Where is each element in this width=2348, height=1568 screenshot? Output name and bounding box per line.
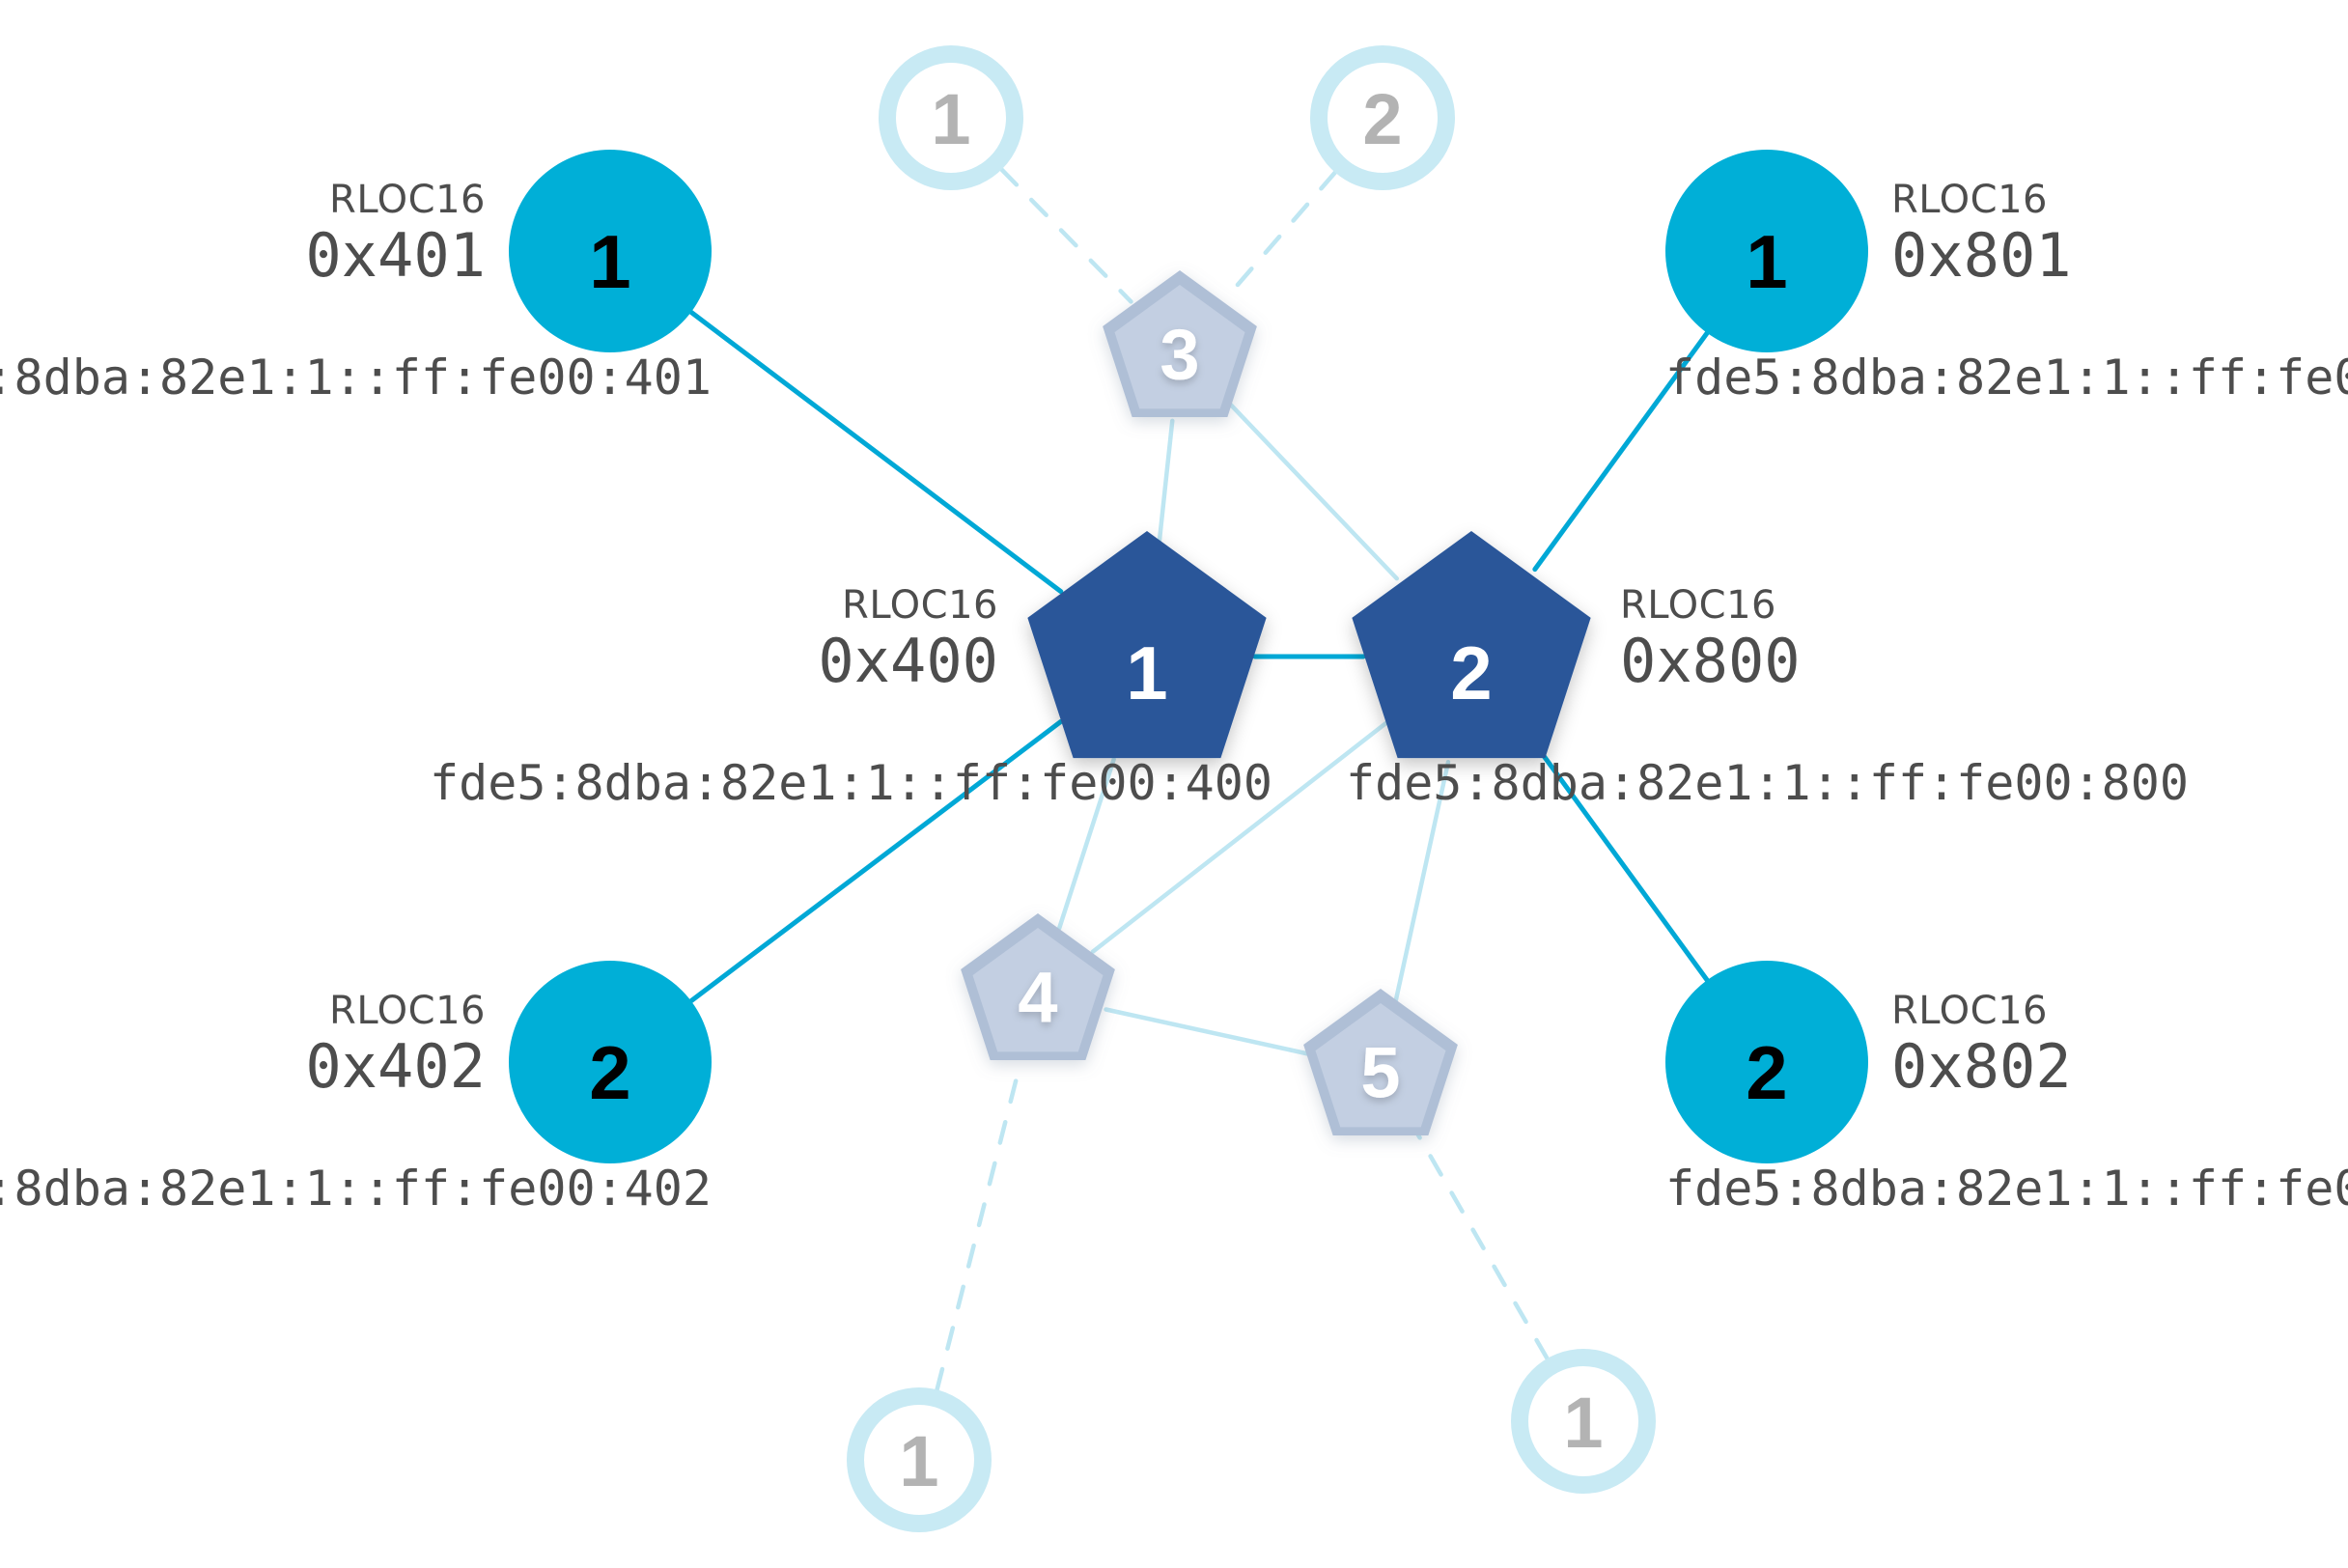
rloc16-value: 0x401 <box>305 220 486 291</box>
circle-outline <box>1511 1349 1656 1494</box>
link-link-400-3 <box>1156 418 1175 552</box>
link-link-5-c1 <box>1412 1128 1550 1361</box>
pentagon-body <box>1027 531 1267 759</box>
pentagon-body <box>1352 531 1591 759</box>
link-link-3-c2 <box>1223 170 1338 301</box>
node-number-label: 1 <box>931 79 970 159</box>
pentagon-body <box>1315 1003 1446 1128</box>
ipv6-address: fde5:8dba:82e1:1::ff:fe00:801 <box>1665 350 2348 406</box>
node-number-label: 1 <box>1746 219 1787 304</box>
node-number-label: 2 <box>1362 79 1402 159</box>
node-child-802[interactable]: 2 <box>1665 961 1868 1163</box>
node-number-label: 1 <box>1126 630 1167 715</box>
link-link-800-4 <box>1090 720 1389 954</box>
node-number-label: 5 <box>1360 1033 1400 1113</box>
rloc16-value: 0x801 <box>1891 220 2072 291</box>
node-ghost-child-3b[interactable]: 2 <box>1310 45 1455 190</box>
node-child-401[interactable]: 1 <box>509 150 712 352</box>
rloc16-caption: RLOC16 <box>1891 178 2048 222</box>
node-number-label: 2 <box>1746 1030 1787 1115</box>
circle-body <box>1665 961 1868 1163</box>
link-link-400-401 <box>688 309 1064 595</box>
circle-body <box>509 961 712 1163</box>
link-link-800-3 <box>1225 399 1400 581</box>
node-ghost-router-5[interactable]: 5 <box>1303 989 1458 1135</box>
ipv6-address: fde5:8dba:82e1:1::ff:fe00:400 <box>430 755 1272 811</box>
link-link-3-c1 <box>999 167 1133 304</box>
circle-body <box>1665 150 1868 352</box>
link-link-4-c1 <box>935 1059 1023 1392</box>
node-number-label: 2 <box>1450 630 1492 715</box>
link-link-800-802 <box>1532 741 1710 983</box>
circle-outline <box>847 1387 992 1532</box>
node-ghost-child-3a[interactable]: 1 <box>879 45 1023 190</box>
pentagon-body <box>1114 285 1245 409</box>
node-label-child-401: RLOC160x401fde5:8dba:82e1:1::ff:fe00:401 <box>0 178 712 406</box>
labels-layer: RLOC160x400fde5:8dba:82e1:1::ff:fe00:400… <box>0 178 2348 1217</box>
ipv6-address: fde5:8dba:82e1:1::ff:fe00:401 <box>0 350 712 406</box>
node-number-label: 4 <box>1018 958 1057 1038</box>
ipv6-address: fde5:8dba:82e1:1::ff:fe00:800 <box>1346 755 2189 811</box>
node-ghost-child-5a[interactable]: 1 <box>1511 1349 1656 1494</box>
pentagon-body <box>972 928 1104 1052</box>
rloc16-value: 0x800 <box>1620 626 1801 696</box>
rloc16-caption: RLOC16 <box>842 583 998 628</box>
node-router-400[interactable]: 1 <box>1027 531 1267 759</box>
node-ghost-router-4[interactable]: 4 <box>961 913 1115 1060</box>
node-router-800[interactable]: 2 <box>1352 531 1591 759</box>
nodes-layer: 1 2 1 2 1 2 3 4 5 1 2 1 1 <box>509 45 1868 1532</box>
rloc16-caption: RLOC16 <box>1620 583 1776 628</box>
link-link-400-4 <box>1056 757 1116 931</box>
circle-body <box>509 150 712 352</box>
rloc16-value: 0x802 <box>1891 1031 2072 1102</box>
rloc16-caption: RLOC16 <box>329 989 486 1033</box>
node-number-label: 3 <box>1160 315 1199 395</box>
ipv6-address: fde5:8dba:82e1:1::ff:fe00:402 <box>0 1161 712 1217</box>
circle-outline <box>879 45 1023 190</box>
link-link-400-402 <box>688 718 1064 1004</box>
rloc16-caption: RLOC16 <box>1891 989 2048 1033</box>
node-child-402[interactable]: 2 <box>509 961 712 1163</box>
link-link-800-5 <box>1393 759 1451 1004</box>
node-number-label: 1 <box>589 219 630 304</box>
node-number-label: 1 <box>899 1421 938 1501</box>
node-child-801[interactable]: 1 <box>1665 150 1868 352</box>
link-link-4-5 <box>1104 1007 1315 1057</box>
node-label-child-402: RLOC160x402fde5:8dba:82e1:1::ff:fe00:402 <box>0 989 712 1217</box>
node-number-label: 1 <box>1563 1383 1603 1463</box>
rloc16-value: 0x400 <box>818 626 998 696</box>
ipv6-address: fde5:8dba:82e1:1::ff:fe00:802 <box>1665 1161 2348 1217</box>
node-ghost-router-3[interactable]: 3 <box>1103 270 1257 417</box>
links-layer <box>688 167 1710 1392</box>
node-ghost-child-4a[interactable]: 1 <box>847 1387 992 1532</box>
circle-outline <box>1310 45 1455 190</box>
rloc16-value: 0x402 <box>305 1031 486 1102</box>
node-number-label: 2 <box>589 1030 630 1115</box>
rloc16-caption: RLOC16 <box>329 178 486 222</box>
link-link-800-801 <box>1532 330 1710 573</box>
